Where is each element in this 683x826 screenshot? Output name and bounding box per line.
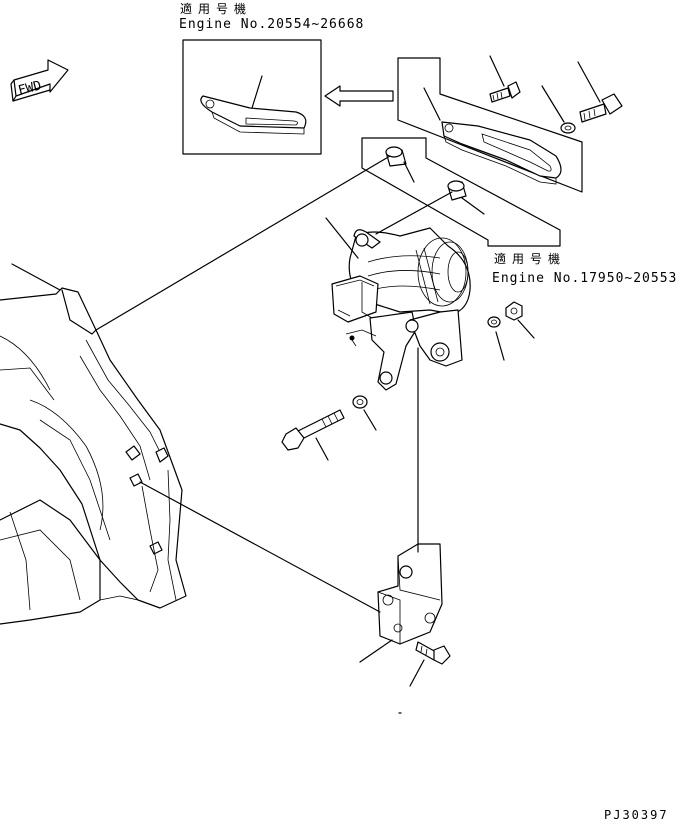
washer-top <box>541 85 576 134</box>
bolt-large-top <box>577 61 623 123</box>
mounting-bracket <box>359 543 443 663</box>
bracket-group-outline <box>397 57 583 193</box>
inset-box-later-bracket <box>182 39 322 155</box>
fwd-arrow-icon: FWD <box>10 59 69 102</box>
applicable-jp-label-mid: 適用号機 <box>494 252 567 266</box>
spacer-group-outline <box>361 137 561 247</box>
engine-gear-case <box>0 263 187 625</box>
washer-lower <box>352 395 377 431</box>
nut-right <box>505 301 535 339</box>
engine-range-label-top: Engine No.20554~26668 <box>179 17 365 32</box>
washer-right <box>487 316 505 361</box>
bolt-flange <box>409 641 451 687</box>
fwd-arrow-text: FWD <box>17 78 44 98</box>
engine-range-label-mid: Engine No.17950~20553 <box>492 271 678 286</box>
applicable-jp-label-top: 適用号機 <box>180 2 253 16</box>
assembly-lines <box>95 155 453 613</box>
adjusting-bracket <box>423 87 562 185</box>
spacer-upper <box>385 146 415 183</box>
bolt-small-top <box>489 55 521 103</box>
replacement-arrow-icon <box>324 85 394 107</box>
spacer-lower <box>447 180 485 215</box>
alternator <box>325 217 471 391</box>
bolt-long <box>281 409 345 461</box>
drawing-id: PJ30397 <box>604 808 669 822</box>
